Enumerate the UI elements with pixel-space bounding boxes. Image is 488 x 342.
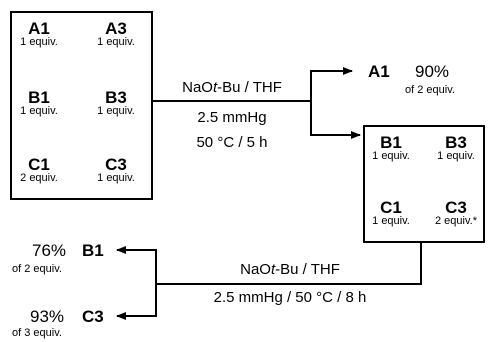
box2-compound-c1: C1 1 equiv.: [363, 199, 419, 227]
box1-compound-b3: B3 1 equiv.: [88, 89, 144, 117]
equiv-label: 1 equiv.: [97, 172, 135, 184]
equiv-label: 1 equiv.: [372, 150, 410, 162]
compound-label: B3: [445, 133, 467, 152]
compound-label: C3: [105, 155, 127, 174]
box2-compound-c3: C3 2 equiv.*: [428, 199, 484, 227]
step2-conditions: 2.5 mmHg / 50 °C / 8 h: [213, 289, 367, 306]
compound-label: A1: [28, 19, 50, 38]
equiv-label: 1 equiv.: [372, 215, 410, 227]
product2-name: B1: [82, 241, 104, 260]
compound-label: C1: [380, 198, 402, 217]
product2-basis: of 2 equiv.: [12, 263, 62, 275]
starting-mixture-box: [10, 11, 153, 200]
box2-compound-b1: B1 1 equiv.: [363, 134, 419, 162]
step2-reagents: NaOt-Bu / THF: [240, 261, 340, 278]
equiv-label: 1 equiv.: [97, 105, 135, 117]
box1-compound-c1: C1 2 equiv.: [11, 156, 67, 184]
box1-compound-b1: B1 1 equiv.: [11, 89, 67, 117]
compound-label: A3: [105, 19, 127, 38]
equiv-label: 1 equiv.: [20, 105, 58, 117]
product1-yield: 90%: [415, 62, 450, 81]
product3-name: C3: [82, 307, 104, 326]
product1-name: A1: [368, 62, 390, 81]
product2-yield: 76%: [32, 241, 67, 260]
equiv-label: 1 equiv.: [20, 36, 58, 48]
step1-reagent-text: NaOt-Bu / THF: [182, 79, 282, 96]
product1-basis: of 2 equiv.: [405, 84, 455, 96]
box2-compound-b3: B3 1 equiv.: [428, 134, 484, 162]
compound-label: B1: [28, 88, 50, 107]
equiv-label: 1 equiv.: [97, 36, 135, 48]
step1-reagents: NaOt-Bu / THF: [162, 80, 302, 95]
equiv-label: 1 equiv.: [437, 150, 475, 162]
box1-compound-a1: A1 1 equiv.: [11, 20, 67, 48]
compound-label: C3: [445, 198, 467, 217]
compound-label: C1: [28, 155, 50, 174]
product3-basis: of 3 equiv.: [12, 327, 62, 339]
step1-pressure: 2.5 mmHg: [197, 109, 267, 126]
equiv-label: 2 equiv.*: [435, 215, 477, 227]
step1-temp-time: 50 °C / 5 h: [196, 134, 268, 151]
product3-yield: 93%: [30, 307, 65, 326]
compound-label: B3: [105, 88, 127, 107]
equiv-label: 2 equiv.: [20, 172, 58, 184]
compound-label: B1: [380, 133, 402, 152]
intermediate-mixture-box: [363, 125, 485, 243]
box1-compound-c3: C3 1 equiv.: [88, 156, 144, 184]
box1-compound-a3: A3 1 equiv.: [88, 20, 144, 48]
